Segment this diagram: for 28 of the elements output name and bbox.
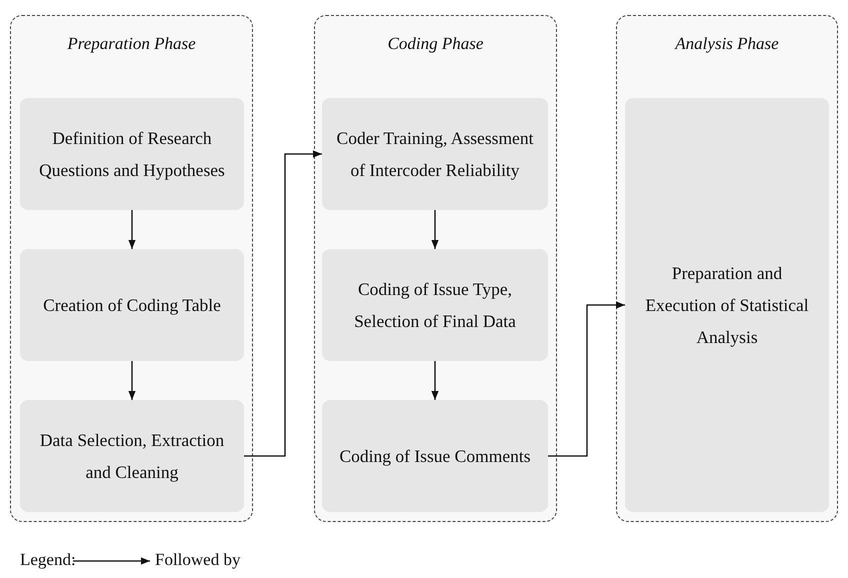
process-label: Coding of Issue Comments (339, 445, 531, 468)
phase-panel (616, 15, 838, 522)
phase-title: Preparation Phase (66, 34, 197, 54)
process-box (322, 249, 548, 361)
arrow (431, 210, 439, 249)
process-label: Definition of Research Questions and Hypotheses (38, 127, 226, 182)
arrow (431, 361, 439, 400)
process-box (322, 98, 548, 210)
process-label: Coding of Issue Type, Selection of Final Data (353, 278, 517, 333)
phase-title: Coding Phase (386, 34, 484, 54)
process-box (20, 249, 244, 361)
process-box (322, 400, 548, 512)
process-label: Preparation and Execution of Statistical Analysis (644, 262, 810, 349)
arrow (128, 210, 136, 249)
legend-label: Followed by (155, 550, 240, 570)
process-label: Data Selection, Extraction and Cleaning (38, 429, 226, 484)
process-box (625, 98, 829, 512)
phase-panel (10, 15, 253, 522)
phase-title: Analysis Phase (673, 34, 780, 54)
legend-title: Legend: (20, 550, 76, 570)
process-label: Creation of Coding Table (43, 294, 221, 317)
process-box (20, 98, 244, 210)
process-box (20, 400, 244, 512)
process-label: Coder Training, Assessment of Intercoder Reliability (336, 127, 534, 182)
phase-panel (314, 15, 557, 522)
arrow (548, 301, 625, 457)
arrow (244, 150, 322, 457)
arrow (128, 361, 136, 400)
